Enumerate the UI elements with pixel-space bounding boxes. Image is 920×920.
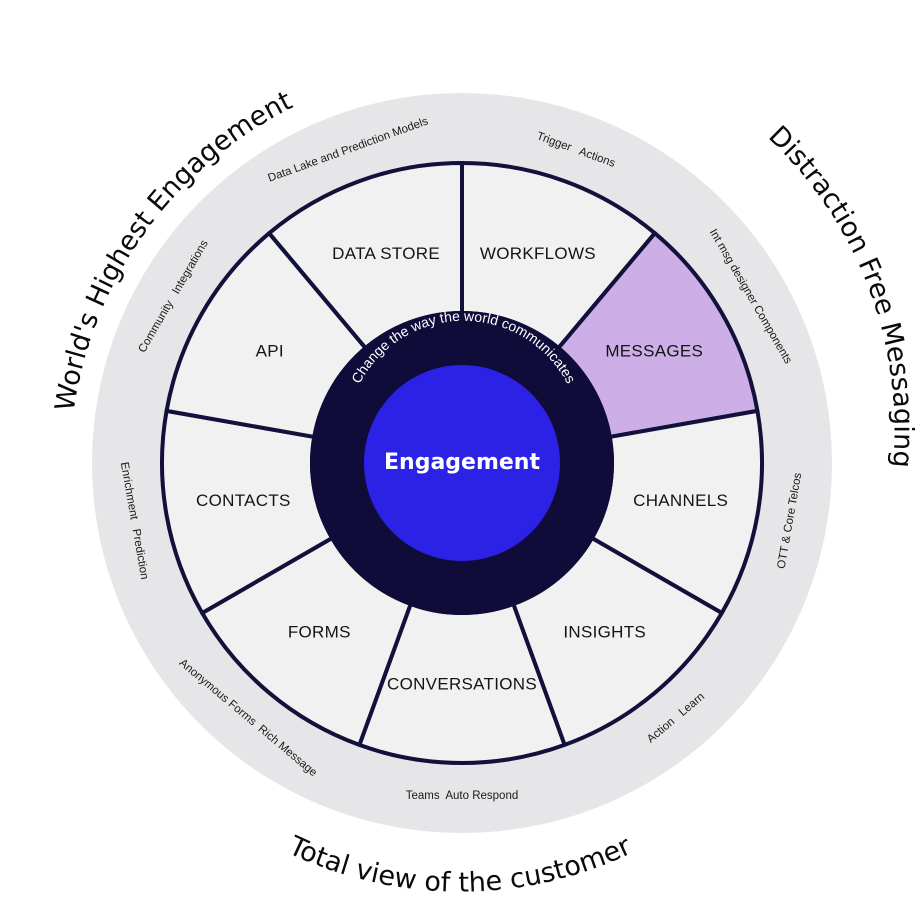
segment-label-channels: CHANNELS bbox=[633, 491, 728, 510]
segment-label-api: API bbox=[256, 341, 284, 360]
segment-label-data-store: DATA STORE bbox=[332, 244, 440, 263]
segment-label-messages: MESSAGES bbox=[605, 341, 703, 360]
segment-label-insights: INSIGHTS bbox=[563, 623, 646, 642]
segments-layer: WORKFLOWS MESSAGES CHANNELS INSIGHTS CONVERS… bbox=[160, 161, 764, 765]
segment-label-conversations: CONVERSATIONS bbox=[387, 674, 537, 693]
outer-label-bottom-path: Total view of the customer bbox=[283, 830, 636, 898]
hub-title: Engagement bbox=[384, 450, 540, 475]
outer-label-bottom: Total view of the customer bbox=[283, 830, 636, 898]
segment-label-forms: FORMS bbox=[288, 623, 351, 642]
hub-core bbox=[364, 365, 560, 561]
segment-label-contacts: CONTACTS bbox=[196, 491, 291, 510]
ring-label-4: Teams Auto Respond bbox=[406, 790, 519, 802]
segment-label-workflows: WORKFLOWS bbox=[480, 244, 596, 263]
